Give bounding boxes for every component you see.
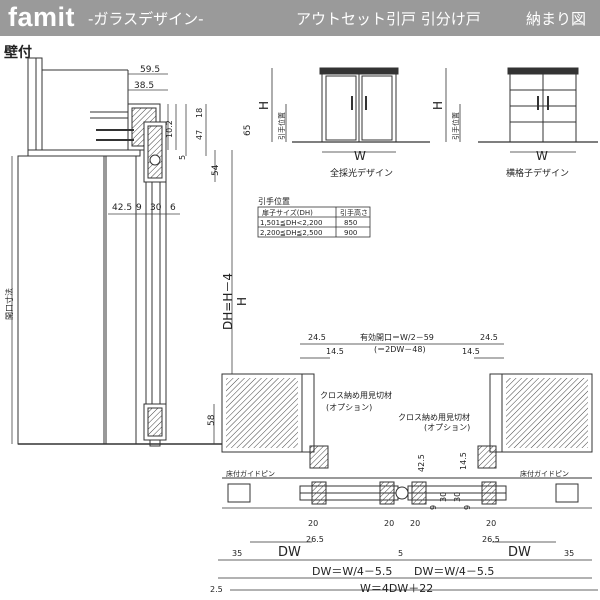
section-label: 壁付 bbox=[4, 45, 32, 61]
dim-65: 65 bbox=[243, 125, 253, 136]
front-dim-h-1: H bbox=[257, 101, 271, 110]
dim-6: 6 bbox=[170, 203, 176, 213]
header-bar: famit -ガラスデザイン- アウトセット引戸 引分け戸 納まり図 bbox=[0, 0, 600, 36]
option-left: (オプション) bbox=[326, 403, 372, 412]
door-type-label: アウトセット引戸 引分け戸 bbox=[296, 10, 481, 28]
front-view-horizontal-grid bbox=[445, 67, 598, 153]
effective-opening: 有効開口＝W/2－59 bbox=[360, 332, 434, 342]
table-row-2-size: 2,200≦DH≦2,500 bbox=[260, 229, 322, 237]
handle-table: 引手位置 扉子サイズ(DH) 引手高さ 1,501≦DH<2,200 850 2… bbox=[257, 196, 371, 238]
dim-30-right: 30 bbox=[439, 492, 448, 502]
handle-pos-1: 引手位置 bbox=[277, 112, 286, 140]
dim-9: 9 bbox=[136, 203, 142, 213]
table-row-2-height: 900 bbox=[344, 229, 357, 237]
dim-35-left: 35 bbox=[232, 549, 242, 558]
product-subtitle: -ガラスデザイン- bbox=[88, 10, 204, 28]
handle-pos-2: 引手位置 bbox=[451, 112, 460, 140]
dim-26-5-b: 26.5 bbox=[482, 535, 500, 544]
table-row-1-height: 850 bbox=[344, 219, 357, 227]
dim-18: 18 bbox=[195, 108, 204, 118]
caption-full-glass: 全採光デザイン bbox=[330, 167, 393, 179]
table-row-1-size: 1,501≦DH<2,200 bbox=[260, 219, 322, 227]
dim-dh: DH=H－4 bbox=[221, 273, 235, 330]
dim-14-5-right: 14.5 bbox=[462, 347, 480, 356]
table-header-height: 引手高さ bbox=[340, 208, 368, 217]
dim-20-b: 20 bbox=[384, 519, 394, 528]
front-view-full-glass bbox=[271, 67, 430, 153]
dim-9-left: 9 bbox=[463, 505, 472, 510]
dim-30-left: 30 bbox=[453, 492, 462, 502]
cross-trim-right: クロス納め用見切材 bbox=[398, 412, 470, 422]
table-title: 引手位置 bbox=[258, 196, 290, 206]
dim-47: 47 bbox=[195, 130, 204, 140]
dim-26-5-a: 26.5 bbox=[306, 535, 324, 544]
w-formula: W＝4DW＋22 bbox=[360, 582, 433, 595]
front-dim-w-1: W bbox=[354, 149, 366, 163]
front-dim-w-2: W bbox=[536, 149, 548, 163]
effective-opening-alt: (＝2DW－48) bbox=[374, 345, 426, 354]
dim-24-5-left: 24.5 bbox=[308, 333, 326, 342]
option-right: (オプション) bbox=[424, 423, 470, 432]
plan-view bbox=[218, 343, 598, 591]
dim-dw-right: DW bbox=[508, 545, 531, 560]
dw-formula-right: DW＝W/4－5.5 bbox=[414, 565, 494, 578]
dim-20-c: 20 bbox=[410, 519, 420, 528]
dim-59-5: 59.5 bbox=[140, 65, 160, 75]
dim-5: 5 bbox=[398, 549, 403, 558]
front-dim-h-2: H bbox=[431, 101, 445, 110]
guide-pin-right: 床付ガイドピン bbox=[520, 469, 569, 478]
dim-30: 30 bbox=[150, 203, 162, 213]
dim-14-5-vertical: 14.5 bbox=[459, 452, 468, 470]
dim-42-5: 42.5 bbox=[112, 203, 132, 213]
dim-38-5: 38.5 bbox=[134, 81, 154, 91]
dim-58: 58 bbox=[207, 414, 217, 426]
dim-20-d: 20 bbox=[486, 519, 496, 528]
dim-2-5: 2.5 bbox=[210, 585, 223, 594]
table-header-size: 扉子サイズ(DH) bbox=[262, 208, 313, 217]
section-view bbox=[17, 57, 230, 447]
dim-54: 54 bbox=[211, 164, 221, 176]
dim-14-5-left: 14.5 bbox=[326, 347, 344, 356]
dim-9-right: 9 bbox=[429, 505, 438, 510]
drawing-name: 納まり図 bbox=[526, 10, 587, 28]
dim-10-2: 10.2 bbox=[165, 120, 174, 138]
dw-formula-left: DW＝W/4－5.5 bbox=[312, 565, 392, 578]
cross-trim-left: クロス納め用見切材 bbox=[320, 390, 392, 400]
opening-size-label: 開口寸法 bbox=[4, 288, 14, 320]
dim-5: 5 bbox=[178, 155, 187, 160]
dim-20-a: 20 bbox=[308, 519, 318, 528]
guide-pin-left: 床付ガイドピン bbox=[226, 469, 275, 478]
caption-horizontal-grid: 横格子デザイン bbox=[506, 167, 569, 179]
dim-h: H bbox=[235, 297, 249, 306]
dim-dw-left: DW bbox=[278, 545, 301, 560]
brand-logo: famit bbox=[8, 2, 76, 32]
dim-24-5-right: 24.5 bbox=[480, 333, 498, 342]
dim-42-5-plan: 42.5 bbox=[417, 454, 426, 472]
dim-35-right: 35 bbox=[564, 549, 574, 558]
